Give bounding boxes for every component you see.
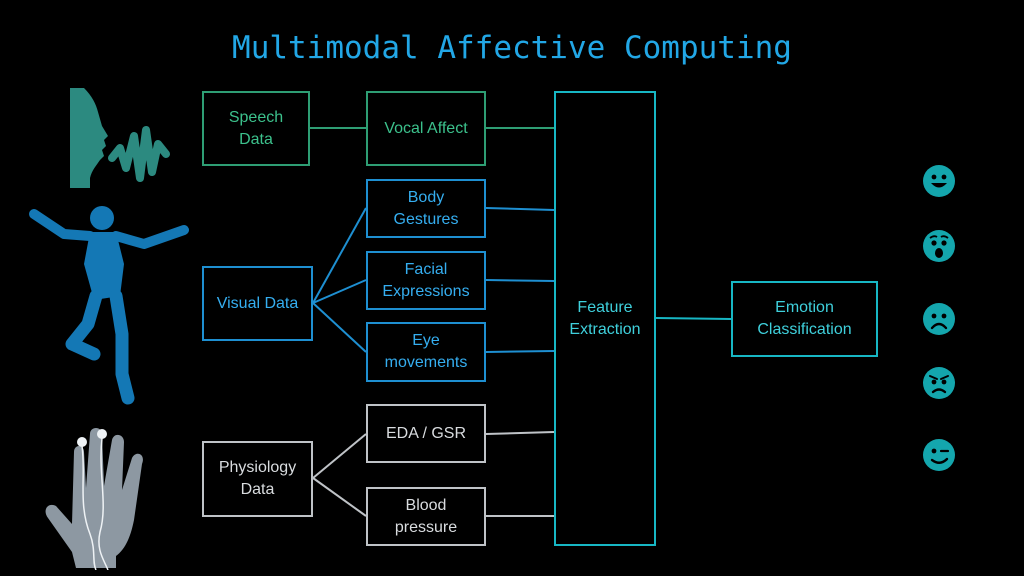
page-title: Multimodal Affective Computing <box>232 30 792 66</box>
speaking-head-silhouette <box>70 88 170 188</box>
eye-movements-box: Eye movements <box>366 322 486 382</box>
physiology-data-box: Physiology Data <box>202 441 313 517</box>
vocal-affect-box: Vocal Affect <box>366 91 486 166</box>
visual-data-box: Visual Data <box>202 266 313 341</box>
winking-face-icon <box>923 439 955 471</box>
angry-face-icon <box>923 367 955 399</box>
speech-data-box: Speech Data <box>202 91 310 166</box>
facial-expressions-box: Facial Expressions <box>366 251 486 310</box>
eda-gsr-box: EDA / GSR <box>366 404 486 463</box>
feature-extraction-box: Feature Extraction <box>554 91 656 546</box>
hand-with-electrodes <box>45 428 143 570</box>
dancing-person-silhouette <box>29 206 189 405</box>
happy-face-icon <box>923 165 955 197</box>
surprised-face-icon <box>923 230 955 262</box>
emotion-classification-box: Emotion Classification <box>731 281 878 357</box>
body-gestures-box: Body Gestures <box>366 179 486 238</box>
blood-pressure-box: Blood pressure <box>366 487 486 546</box>
sad-face-icon <box>923 303 955 335</box>
